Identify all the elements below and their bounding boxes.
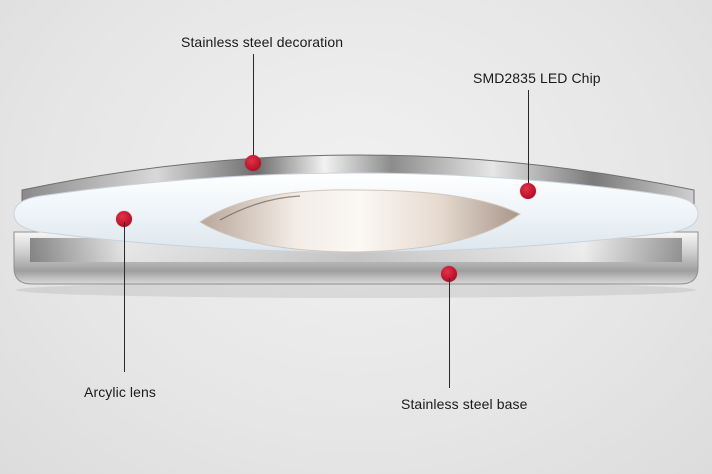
label-acrylic-lens: Arcylic lens [84,384,156,400]
label-stainless-steel-base: Stainless steel base [401,396,528,412]
leader-line-chip [528,90,529,190]
marker-dot-base [441,266,457,282]
leader-line-lens [124,222,125,372]
marker-dot-lens [116,211,132,227]
marker-dot-chip [520,183,536,199]
marker-dot-decoration [245,155,261,171]
leader-line-base [449,278,450,388]
label-smd2835-led-chip: SMD2835 LED Chip [473,70,601,86]
leader-line-decoration [253,54,254,162]
label-stainless-steel-decoration: Stainless steel decoration [181,34,344,50]
